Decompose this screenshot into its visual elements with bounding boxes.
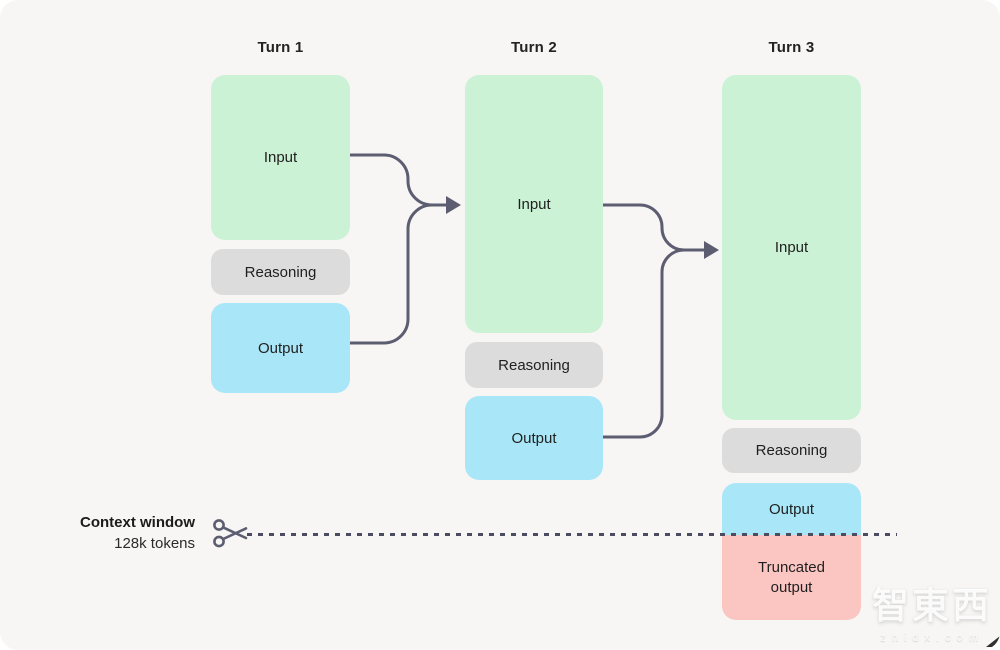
reasoning-label: Reasoning [498,356,570,374]
turn-2-reasoning-box: Reasoning [465,342,603,388]
corner-mark [986,636,1000,647]
context-window-subtitle: 128k tokens [114,535,195,552]
turn-2-label: Turn 2 [511,39,557,56]
turn-3-truncated-output-box: Truncated output [722,535,861,620]
context-window-caption: Context window 128k tokens [40,514,195,552]
turn-3-label: Turn 3 [768,39,815,56]
turn-1-reasoning-box: Reasoning [211,249,350,295]
arrow-turn2-to-turn3 [601,203,719,439]
turn-3-reasoning-box: Reasoning [722,428,861,473]
turn-3-input-box: Input [722,75,861,420]
turn-2-input-box: Input [465,75,603,333]
scissors-icon [213,519,248,548]
context-window-title: Context window [80,514,195,531]
input-label: Input [517,195,551,213]
arrow-turn1-to-turn2 [348,153,461,345]
turn-2-output-box: Output [465,396,603,480]
output-label: Output [768,500,815,518]
watermark: 智東西 zhidx.com [872,575,992,644]
watermark-logo: 智東西 [872,585,992,626]
turn-1-label: Turn 1 [257,39,304,56]
turn-1-output-box: Output [211,303,350,393]
input-label: Input [263,149,298,166]
reasoning-label: Reasoning [244,263,317,281]
input-label: Input [774,239,809,256]
arrowhead-icon [446,196,461,214]
watermark-domain: zhidx.com [880,632,984,644]
output-label: Output [511,429,557,447]
arrowhead-icon [704,241,719,259]
truncated-output-label: Truncated output [758,558,825,596]
turn-1-input-box: Input [211,75,350,240]
turn-3-output-box: Output [722,483,861,535]
output-label: Output [257,339,304,357]
context-window-cutoff-line [247,533,897,536]
reasoning-label: Reasoning [755,442,828,459]
